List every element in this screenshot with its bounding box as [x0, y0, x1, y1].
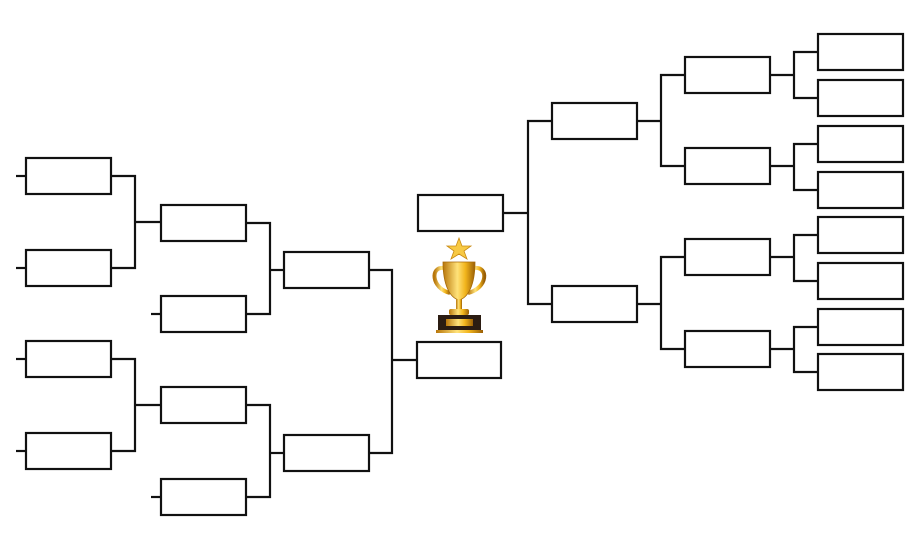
connector-line — [792, 233, 818, 283]
left-semifinal-slot-1[interactable] — [282, 250, 371, 290]
slot-box — [24, 431, 113, 471]
slot-box — [159, 294, 248, 334]
slot-box — [816, 307, 905, 347]
trophy-handle-right — [467, 265, 487, 295]
slot-box — [282, 250, 371, 290]
connector-line — [792, 325, 818, 374]
slot-box — [159, 203, 248, 243]
connector-line — [369, 268, 394, 455]
left-semifinal-slot-2[interactable] — [282, 433, 371, 473]
slot-box — [24, 339, 113, 379]
right-round1-slot-8[interactable] — [816, 352, 905, 392]
left-round1-slot-4[interactable] — [24, 431, 113, 471]
connector-line — [111, 174, 137, 270]
slot-box — [816, 32, 905, 72]
slot-box — [816, 124, 905, 164]
trophy-base-rim — [436, 330, 483, 333]
slot-box — [816, 215, 905, 255]
right-round1-slot-2[interactable] — [816, 78, 905, 118]
right-round1-slot-1[interactable] — [816, 32, 905, 72]
connector-line — [246, 221, 272, 316]
slot-box — [550, 284, 639, 324]
slot-box — [159, 477, 248, 517]
slot-box — [816, 352, 905, 392]
slot-box — [816, 78, 905, 118]
slot-box — [683, 55, 772, 95]
left-round2-slot-3[interactable] — [159, 385, 248, 425]
right-round1-slot-5[interactable] — [816, 215, 905, 255]
left-round2-slot-1[interactable] — [159, 203, 248, 243]
left-round1-slot-3[interactable] — [24, 339, 113, 379]
right-round1-slot-7[interactable] — [816, 307, 905, 347]
slot-box — [159, 385, 248, 425]
right-semifinal-slot-2[interactable] — [550, 284, 639, 324]
right-finalist-slot[interactable] — [416, 193, 505, 233]
connector-line — [659, 255, 685, 351]
trophy-collar — [449, 309, 469, 315]
connector-line — [792, 142, 818, 192]
connector-line — [111, 357, 137, 453]
slot-box — [416, 193, 505, 233]
connector-line — [246, 403, 272, 499]
slot-box — [683, 237, 772, 277]
slot-box — [683, 146, 772, 186]
trophy-star — [445, 236, 473, 260]
trophy-plaque — [446, 319, 473, 326]
right-round2-slot-4[interactable] — [683, 329, 772, 369]
left-finalist-slot[interactable] — [415, 340, 503, 380]
slot-box — [24, 156, 113, 196]
left-round2-slot-2[interactable] — [159, 294, 248, 334]
right-round2-slot-1[interactable] — [683, 55, 772, 95]
slot-box — [24, 248, 113, 288]
right-round2-slot-2[interactable] — [683, 146, 772, 186]
right-semifinal-slot-1[interactable] — [550, 101, 639, 141]
right-round2-slot-3[interactable] — [683, 237, 772, 277]
connector-line — [792, 50, 818, 100]
connector-line — [526, 119, 552, 306]
slot-box — [816, 261, 905, 301]
trophy-icon — [432, 236, 487, 333]
trophy-handle-left — [432, 265, 451, 295]
connector-line — [659, 73, 685, 168]
left-round1-slot-1[interactable] — [24, 156, 113, 196]
right-round1-slot-6[interactable] — [816, 261, 905, 301]
slot-box — [415, 340, 503, 380]
right-round1-slot-4[interactable] — [816, 170, 905, 210]
trophy-stem — [456, 299, 462, 311]
slot-box — [683, 329, 772, 369]
slot-box — [282, 433, 371, 473]
slot-box — [550, 101, 639, 141]
left-round1-slot-2[interactable] — [24, 248, 113, 288]
slot-box — [816, 170, 905, 210]
left-round2-slot-4[interactable] — [159, 477, 248, 517]
right-round1-slot-3[interactable] — [816, 124, 905, 164]
